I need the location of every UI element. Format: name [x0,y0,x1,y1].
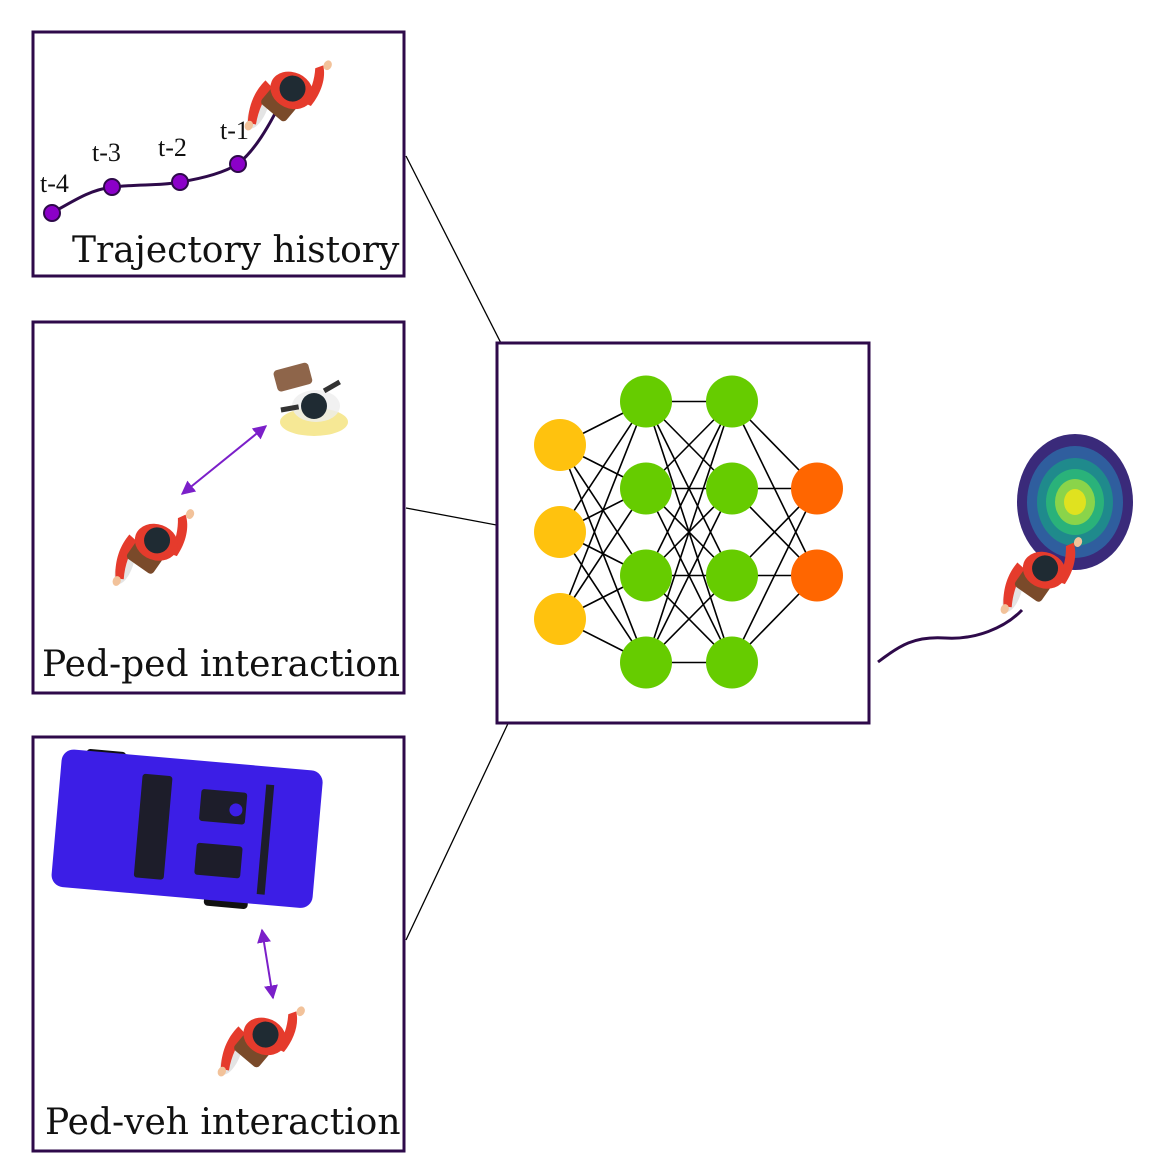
interaction-arrow [257,928,278,1000]
input-node-2 [534,506,586,558]
ped-ped-interaction-caption: Ped-ped interaction [42,644,400,685]
trajectory-history-panel: t-4 t-3 t-2 t-1 Trajectory history [31,30,406,278]
network-edge [559,401,647,620]
output-node-1 [791,462,843,515]
predicted-trajectory-line [877,608,1024,664]
gaussian-heatmap-icon [1017,434,1133,570]
hidden-node-1 [706,375,758,428]
hidden-node-4 [620,636,672,689]
hidden-node-3 [706,549,758,602]
prediction-output [877,434,1133,664]
time-label-t-4: t-4 [40,169,69,198]
hidden-node-1 [620,375,672,428]
interaction-arrow [180,425,268,495]
network-edge [645,488,733,663]
ped-veh-interaction-caption: Ped-veh interaction [45,1102,401,1143]
network-edge [645,401,733,576]
network-edge [559,488,647,620]
trajectory-point-t-2 [171,173,189,191]
hidden-node-3 [620,549,672,602]
vehicle-icon [51,749,323,909]
ped-ped-interaction-panel: Ped-ped interaction [31,320,406,695]
trajectory-point-t-4 [43,204,61,222]
ped-veh-interaction-panel: Ped-veh interaction [31,735,406,1153]
input-node-3 [534,593,586,645]
hidden-node-2 [706,462,758,515]
input-node-1 [534,419,586,471]
hidden-node-2 [620,462,672,515]
time-label-t-1: t-1 [220,116,249,145]
output-node-2 [791,549,843,602]
trajectory-point-t-1 [229,155,247,173]
trajectory-history-caption: Trajectory history [72,230,400,271]
time-label-t-2: t-2 [158,133,187,162]
neural-network-panel [495,341,871,725]
time-label-t-3: t-3 [92,138,121,167]
trajectory-point-t-3 [103,178,121,196]
network-edge [731,488,818,663]
hidden-node-4 [706,636,758,689]
network-nodes [534,375,843,689]
pedestrian-icon [273,362,348,436]
network-edge [559,401,647,533]
network-edge [645,401,733,663]
